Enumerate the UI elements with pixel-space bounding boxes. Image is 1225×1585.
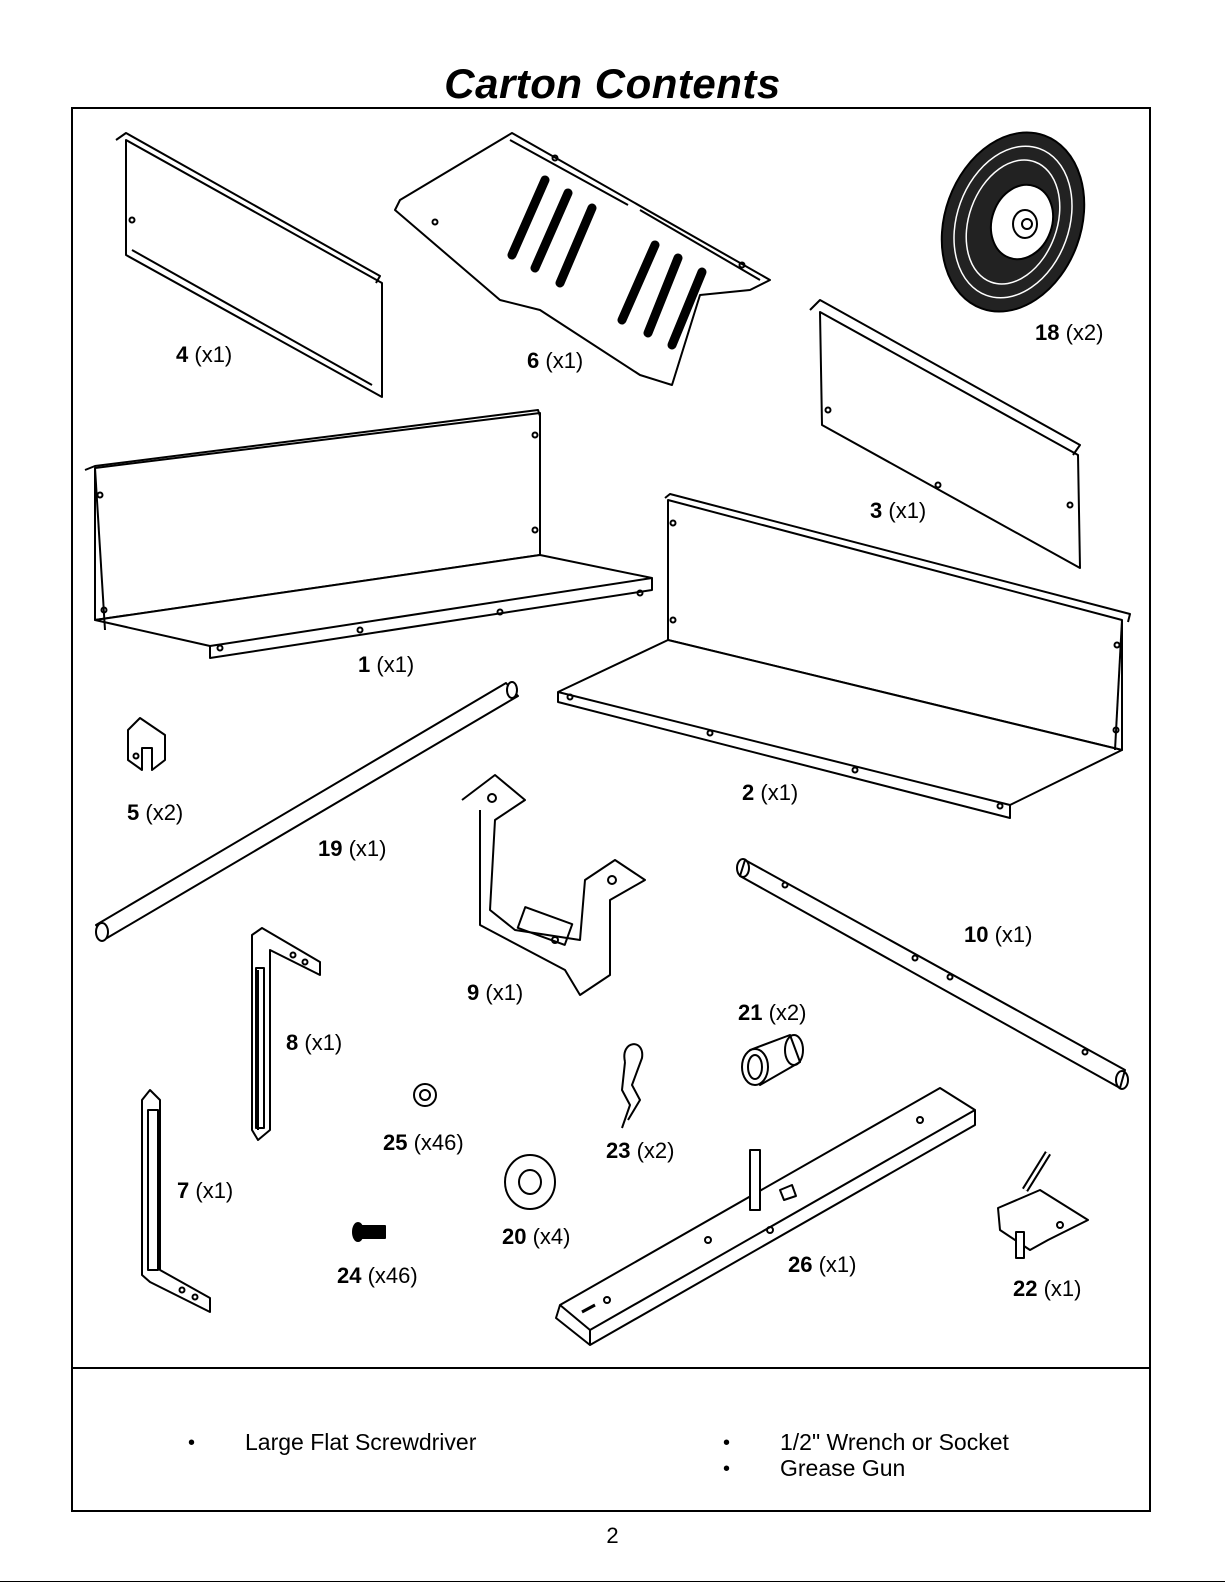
tool-item: Grease Gun xyxy=(780,1455,905,1482)
part-label-1: 1 (x1) xyxy=(358,652,414,678)
tool-item: Large Flat Screwdriver xyxy=(245,1429,476,1456)
part-23-hairpin-drawing xyxy=(622,1044,642,1128)
part-20-washer-drawing xyxy=(505,1155,555,1209)
part-25-nut-drawing xyxy=(414,1084,436,1106)
part-21-bushing-drawing xyxy=(742,1035,803,1085)
part-label-20: 20 (x4) xyxy=(502,1224,571,1250)
part-label-22: 22 (x1) xyxy=(1013,1276,1082,1302)
part-label-19: 19 (x1) xyxy=(318,836,387,862)
tool-bullet: • xyxy=(188,1432,195,1455)
part-label-23: 23 (x2) xyxy=(606,1138,675,1164)
part-label-4: 4 (x1) xyxy=(176,342,232,368)
part-label-2: 2 (x1) xyxy=(742,780,798,806)
part-label-10: 10 (x1) xyxy=(964,922,1033,948)
part-22-hitch-drawing xyxy=(998,1153,1088,1258)
tool-bullet: • xyxy=(723,1458,730,1481)
part-label-7: 7 (x1) xyxy=(177,1178,233,1204)
tool-item: 1/2" Wrench or Socket xyxy=(780,1429,1009,1456)
part-label-3: 3 (x1) xyxy=(870,498,926,524)
part-label-6: 6 (x1) xyxy=(527,348,583,374)
part-5-bracket-drawing xyxy=(128,718,165,770)
part-label-18: 18 (x2) xyxy=(1035,320,1104,346)
part-label-8: 8 (x1) xyxy=(286,1030,342,1056)
part-24-bolt-drawing xyxy=(353,1223,385,1241)
part-label-24: 24 (x46) xyxy=(337,1263,418,1289)
page-number: 2 xyxy=(0,1523,1225,1549)
part-label-5: 5 (x2) xyxy=(127,800,183,826)
bottom-rule xyxy=(0,1581,1225,1582)
part-label-9: 9 (x1) xyxy=(467,980,523,1006)
part-26-axle-bar-drawing xyxy=(556,1088,975,1345)
part-label-26: 26 (x1) xyxy=(788,1252,857,1278)
part-4-side-panel-drawing xyxy=(116,133,382,397)
part-label-21: 21 (x2) xyxy=(738,1000,807,1026)
part-9-u-bracket-drawing xyxy=(462,775,645,995)
part-1-side-box-drawing xyxy=(85,410,652,658)
part-label-25: 25 (x46) xyxy=(383,1130,464,1156)
tool-bullet: • xyxy=(723,1432,730,1455)
part-18-wheel-drawing xyxy=(918,112,1109,331)
